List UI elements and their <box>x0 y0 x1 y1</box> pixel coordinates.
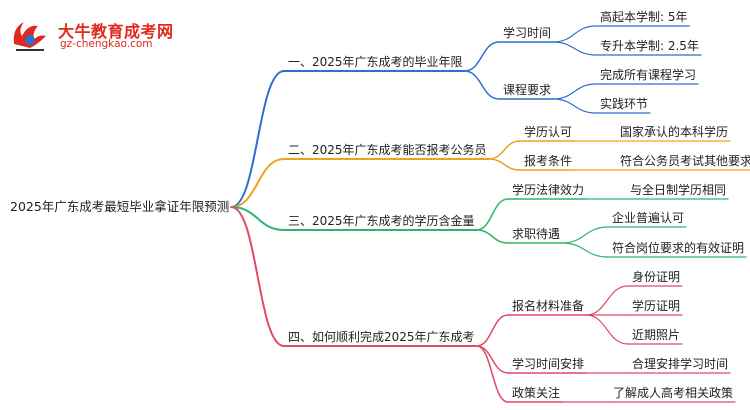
leaf-item: 高起本学制: 5年 <box>600 10 688 24</box>
leaf-item: 身份证明 <box>632 270 681 284</box>
leaf-connector <box>561 242 609 258</box>
sub-connector <box>463 70 500 100</box>
node-policy-attention: 政策关注 <box>512 386 561 400</box>
leaf-item: 国家承认的本科学历 <box>620 125 729 139</box>
brand-url: gz-chengkao.com <box>60 38 153 50</box>
leaf-connector <box>552 25 597 43</box>
leaf-item: 与全日制学历相同 <box>630 183 727 197</box>
node-study-schedule: 学习时间安排 <box>512 357 585 371</box>
node-legal-validity: 学历法律效力 <box>512 183 585 197</box>
branch-connector <box>230 206 285 347</box>
branch-how-to-complete: 四、如何顺利完成2025年广东成考 <box>288 330 475 344</box>
leaf-connector <box>552 41 597 56</box>
mindmap-root: 2025年广东成考最短毕业拿证年限预测 <box>10 199 230 214</box>
leaf-connector <box>561 226 609 244</box>
leaf-connector <box>552 83 597 100</box>
sub-connector <box>463 41 500 72</box>
node-course-requirements: 课程要求 <box>503 83 552 97</box>
leaf-item: 学历证明 <box>632 299 681 313</box>
sub-connector <box>475 229 509 244</box>
branch-connector <box>230 70 285 208</box>
sub-connector <box>475 345 509 374</box>
branch-connector <box>230 206 285 231</box>
node-degree-recognition: 学历认可 <box>524 125 573 139</box>
brand-logo: 大牛教育成考网 gz-chengkao.com <box>8 14 258 54</box>
sub-connector <box>475 314 509 347</box>
branch-civil-service: 二、2025年广东成考能否报考公务员 <box>288 143 487 157</box>
leaf-connector <box>552 98 597 114</box>
sub-connector <box>487 158 521 171</box>
leaf-connector <box>585 314 629 345</box>
leaf-connector <box>585 285 629 316</box>
leaf-item: 近期照片 <box>632 328 681 342</box>
brand-name: 大牛教育成考网 <box>58 22 174 41</box>
leaf-item: 企业普遍认可 <box>612 211 685 225</box>
leaf-item: 了解成人高考相关政策 <box>613 386 734 400</box>
leaf-item: 符合岗位要求的有效证明 <box>612 241 745 255</box>
leaf-item: 符合公务员考试其他要求 <box>620 154 750 168</box>
node-study-time: 学习时间 <box>503 26 552 40</box>
leaf-item: 实践环节 <box>600 97 649 111</box>
node-application-materials: 报名材料准备 <box>512 299 585 313</box>
node-exam-conditions: 报考条件 <box>524 154 573 168</box>
branch-graduation-years: 一、2025年广东成考的毕业年限 <box>288 55 463 69</box>
leaf-item: 合理安排学习时间 <box>632 357 729 371</box>
sub-connector <box>475 345 509 403</box>
branch-connector <box>230 158 285 208</box>
leaf-item: 专升本学制: 2.5年 <box>600 39 699 53</box>
branch-degree-value: 三、2025年广东成考的学历含金量 <box>288 214 475 228</box>
sub-connector <box>475 198 509 231</box>
leaf-item: 完成所有课程学习 <box>600 68 697 82</box>
sub-connector <box>487 140 521 160</box>
node-job-treatment: 求职待遇 <box>512 227 561 241</box>
bull-mascot-icon <box>13 22 46 51</box>
